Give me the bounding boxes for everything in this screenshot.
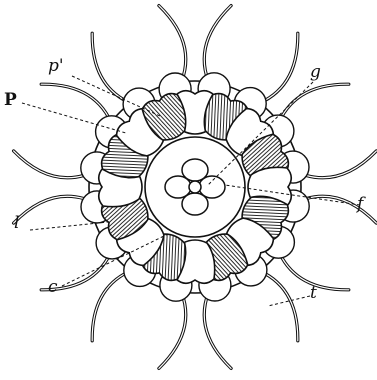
- gonad-center: [189, 181, 201, 193]
- label-P: P: [4, 92, 17, 109]
- label-g: g: [310, 64, 321, 81]
- gonad-lobe: [165, 176, 191, 198]
- label-f: f: [357, 196, 363, 213]
- label-c: c: [48, 279, 58, 296]
- label-p-prime: p': [48, 58, 64, 75]
- label-t: t: [310, 285, 317, 302]
- label-l: l: [14, 215, 19, 232]
